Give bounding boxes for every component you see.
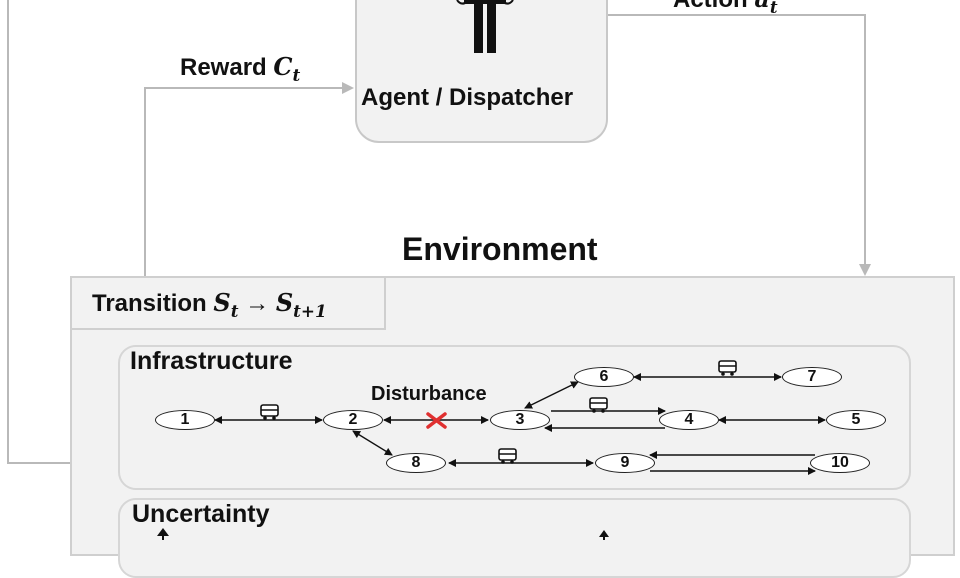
transition-to: St+1 (275, 288, 327, 321)
reward-symbol: Ct (273, 52, 301, 85)
action-text: Action (673, 0, 748, 13)
action-label: Action at (673, 0, 778, 17)
network-edges (214, 360, 826, 475)
transition-box (70, 276, 386, 330)
transition-arrow: → (245, 290, 270, 317)
station-node: 2 (323, 410, 383, 430)
disturbance-label: Disturbance (371, 383, 487, 405)
reward-text: Reward (180, 54, 267, 81)
reward-arrow (144, 82, 354, 278)
station-node: 5 (826, 410, 886, 430)
transition-text: Transition (92, 290, 207, 317)
edge-3-6 (524, 381, 579, 409)
transition-label: Transition St → St+1 (92, 288, 327, 321)
bus-icon (260, 404, 279, 420)
station-node: 10 (810, 453, 870, 473)
reward-label: Reward Ct (180, 52, 300, 85)
bus-icon (589, 397, 608, 413)
station-node: 8 (386, 453, 446, 473)
dispatcher-person-icon (456, 0, 514, 53)
station-node: 1 (155, 410, 215, 430)
outer-loop-line (7, 0, 70, 464)
edge-2-8 (352, 430, 393, 456)
bus-icon (498, 448, 517, 464)
station-node: 9 (595, 453, 655, 473)
station-node: 7 (782, 367, 842, 387)
diagram-canvas: Agent / Dispatcher Reward Ct Action at E… (7, 0, 955, 578)
action-symbol: at (754, 0, 778, 17)
uncertainty-arrows (157, 528, 609, 540)
disturbance-icon (426, 412, 447, 429)
station-node: 6 (574, 367, 634, 387)
transition-from: St (213, 288, 239, 321)
station-node: 3 (490, 410, 550, 430)
environment-title: Environment (402, 231, 598, 267)
infrastructure-title: Infrastructure (130, 347, 293, 375)
agent-label: Agent / Dispatcher (361, 84, 574, 111)
loop-arrows (7, 0, 871, 464)
uncertainty-title: Uncertainty (132, 500, 270, 528)
bus-icon (718, 360, 737, 376)
station-node: 4 (659, 410, 719, 430)
action-arrow (608, 14, 871, 276)
